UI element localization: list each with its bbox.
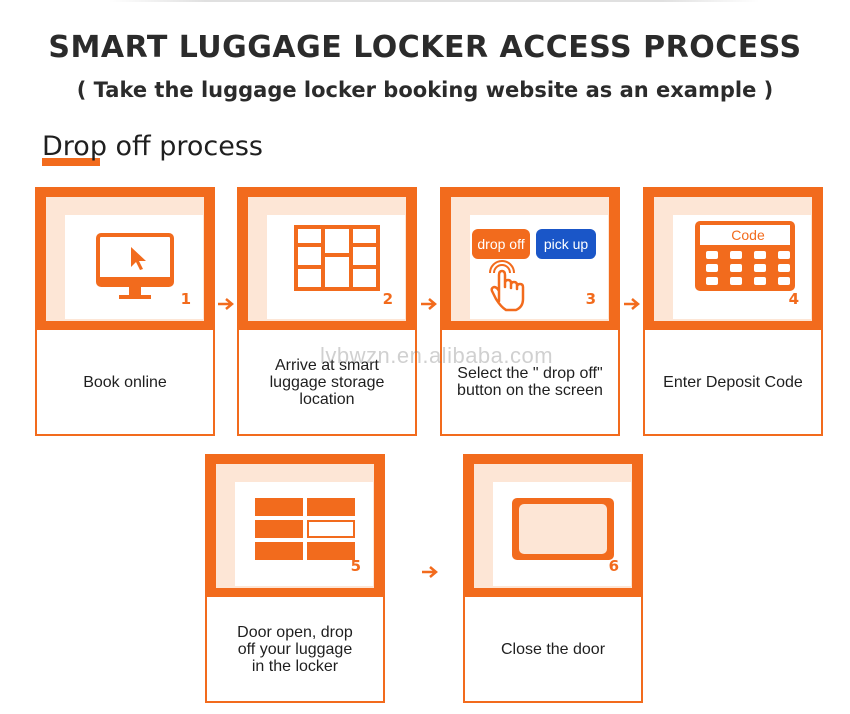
step-number: 1	[180, 290, 191, 308]
step-number: 4	[788, 290, 799, 308]
keypad-icon	[695, 221, 795, 291]
top-divider	[108, 0, 760, 2]
arrow-right-icon	[421, 298, 437, 310]
step-card-1: 1 Book online	[35, 187, 215, 436]
step-card-6: 6 Close the door	[463, 454, 643, 703]
computer-cursor-icon	[96, 233, 174, 299]
section-title: Drop off process	[42, 131, 263, 162]
step-label: Arrive at smart luggage storage location	[269, 356, 385, 408]
step-number: 3	[585, 290, 596, 308]
step-number: 5	[350, 557, 361, 575]
step-label: Close the door	[500, 640, 606, 658]
step-label: Door open, drop off your luggage in the …	[237, 623, 353, 675]
step-number: 6	[608, 557, 619, 575]
closed-door-icon	[512, 498, 614, 560]
code-label: Code	[731, 227, 765, 243]
open-locker-icon	[255, 498, 355, 560]
step-number: 2	[382, 290, 393, 308]
step-label: Enter Deposit Code	[663, 373, 803, 391]
watermark: lvbwzn.en.alibaba.com	[320, 343, 554, 368]
pick-up-button: pick up	[536, 229, 596, 259]
locker-grid-icon	[294, 225, 380, 291]
step-label: Select the " drop off" button on the scr…	[457, 365, 603, 399]
step-card-2: 2 Arrive at smart luggage storage locati…	[237, 187, 417, 436]
step-card-3: drop off pick up 3 Select the " drop off…	[440, 187, 620, 436]
page-subtitle: ( Take the luggage locker booking websit…	[76, 78, 774, 102]
page-title: SMART LUGGAGE LOCKER ACCESS PROCESS	[48, 30, 802, 65]
arrow-right-icon	[624, 298, 640, 310]
arrow-right-icon	[422, 566, 438, 578]
step-card-5: 5 Door open, drop off your luggage in th…	[205, 454, 385, 703]
hand-tap-icon	[489, 260, 525, 312]
section-title-underline	[42, 158, 100, 166]
arrow-right-icon	[218, 298, 234, 310]
drop-off-button: drop off	[472, 229, 530, 259]
step-label: Book online	[83, 373, 167, 391]
step-card-4: Code 4 Enter Deposit Code	[643, 187, 823, 436]
